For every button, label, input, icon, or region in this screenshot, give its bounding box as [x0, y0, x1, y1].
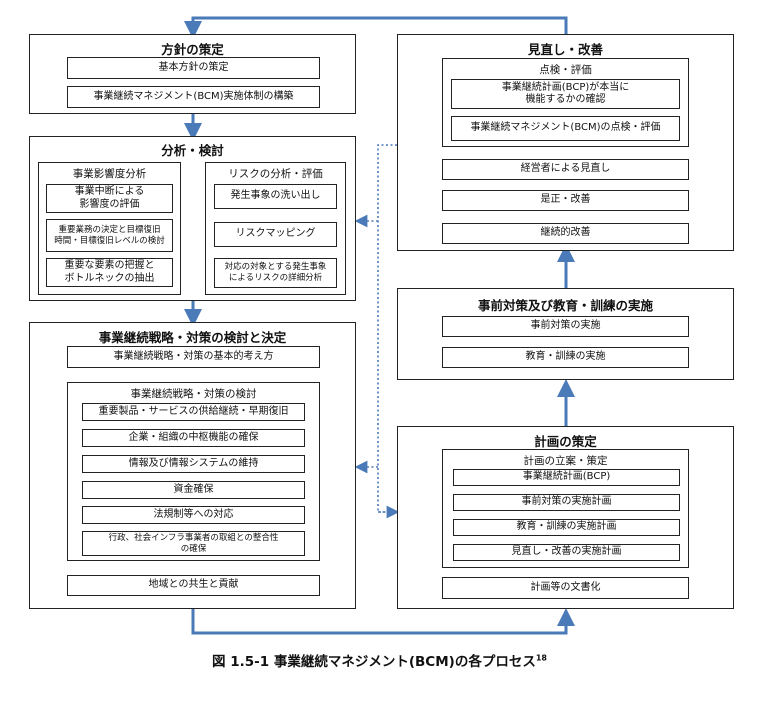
- strategy-basic: 事業継続戦略・対策の基本的考え方: [67, 346, 320, 368]
- risk-item: 対応の対象とする発生事象 によるリスクの詳細分析: [214, 258, 337, 288]
- caption-footnote: 18: [535, 653, 547, 663]
- advance-title: 事前対策及び教育・訓練の実施: [477, 298, 653, 313]
- bia-item: 事業中断による 影響度の評価: [46, 184, 173, 213]
- planning-section: 計画の策定 計画の立案・策定 事業継続計画(BCP) 事前対策の実施計画 教育・…: [397, 426, 734, 609]
- strategy-review-title: 事業継続戦略・対策の検討: [130, 388, 257, 400]
- strategy-review-group: 事業継続戦略・対策の検討 重要製品・サービスの供給継続・早期復旧 企業・組織の中…: [67, 382, 320, 561]
- check-title: 点検・評価: [539, 64, 592, 76]
- advance-item: 事前対策の実施: [442, 316, 689, 337]
- check-group: 点検・評価 事業継続計画(BCP)が本当に 機能するかの確認 事業継続マネジメン…: [442, 58, 689, 147]
- bia-item: 重要業務の決定と目標復旧 時間・目標復旧レベルの検討: [46, 219, 173, 252]
- improvement-item: 是正・改善: [442, 190, 689, 211]
- strategy-section: 事業継続戦略・対策の検討と決定 事業継続戦略・対策の基本的考え方 事業継続戦略・…: [29, 322, 356, 609]
- caption-text: 図 1.5-1 事業継続マネジメント(BCM)の各プロセス: [212, 654, 536, 670]
- drafting-title: 計画の立案・策定: [523, 455, 608, 467]
- advance-section: 事前対策及び教育・訓練の実施 事前対策の実施 教育・訓練の実施: [397, 288, 734, 380]
- risk-item: リスクマッピング: [214, 222, 337, 247]
- policy-title: 方針の策定: [161, 42, 224, 57]
- policy-item: 基本方針の策定: [67, 57, 320, 79]
- risk-group: リスクの分析・評価 発生事象の洗い出し リスクマッピング 対応の対象とする発生事…: [205, 162, 346, 295]
- strategy-review-item: 行政、社会インフラ事業者の取組との整合性 の確保: [82, 531, 305, 556]
- loop-arrow-strategy-to-planning: [191, 608, 575, 635]
- strategy-community: 地域との共生と貢献: [67, 575, 320, 596]
- improvement-title: 見直し・改善: [527, 42, 603, 57]
- risk-title: リスクの分析・評価: [228, 168, 323, 180]
- risk-item: 発生事象の洗い出し: [214, 184, 337, 209]
- strategy-review-item: 情報及び情報システムの維持: [82, 455, 305, 473]
- bia-group: 事業影響度分析 事業中断による 影響度の評価 重要業務の決定と目標復旧 時間・目…: [38, 162, 181, 295]
- drafting-item: 見直し・改善の実施計画: [453, 544, 680, 561]
- check-item: 事業継続マネジメント(BCM)の点検・評価: [451, 116, 680, 141]
- policy-item: 事業継続マネジメント(BCM)実施体制の構築: [67, 86, 320, 108]
- loop-arrow-improvement-to-policy: [184, 16, 568, 39]
- drafting-item: 事業継続計画(BCP): [453, 469, 680, 486]
- strategy-review-item: 重要製品・サービスの供給継続・早期復旧: [82, 403, 305, 421]
- analysis-section: 分析・検討 事業影響度分析 事業中断による 影響度の評価 重要業務の決定と目標復…: [29, 136, 356, 301]
- drafting-group: 計画の立案・策定 事業継続計画(BCP) 事前対策の実施計画 教育・訓練の実施計…: [442, 449, 689, 568]
- dotted-link-improvement: [377, 144, 397, 513]
- policy-section: 方針の策定 基本方針の策定 事業継続マネジメント(BCM)実施体制の構築: [29, 34, 356, 114]
- check-item: 事業継続計画(BCP)が本当に 機能するかの確認: [451, 79, 680, 109]
- strategy-review-item: 企業・組織の中枢機能の確保: [82, 429, 305, 447]
- drafting-item: 教育・訓練の実施計画: [453, 519, 680, 536]
- improvement-section: 見直し・改善 点検・評価 事業継続計画(BCP)が本当に 機能するかの確認 事業…: [397, 34, 734, 251]
- figure-caption: 図 1.5-1 事業継続マネジメント(BCM)の各プロセス18: [0, 650, 759, 671]
- bia-title: 事業影響度分析: [72, 168, 147, 180]
- planning-title: 計画の策定: [534, 434, 597, 449]
- strategy-review-item: 資金確保: [82, 481, 305, 499]
- strategy-review-item: 法規制等への対応: [82, 506, 305, 524]
- strategy-title: 事業継続戦略・対策の検討と決定: [98, 330, 287, 345]
- planning-documentation: 計画等の文書化: [442, 577, 689, 599]
- advance-item: 教育・訓練の実施: [442, 347, 689, 368]
- drafting-item: 事前対策の実施計画: [453, 494, 680, 511]
- bia-item: 重要な要素の把握と ボトルネックの抽出: [46, 258, 173, 287]
- improvement-item: 経営者による見直し: [442, 159, 689, 180]
- analysis-title: 分析・検討: [161, 143, 224, 158]
- improvement-item: 継続的改善: [442, 223, 689, 244]
